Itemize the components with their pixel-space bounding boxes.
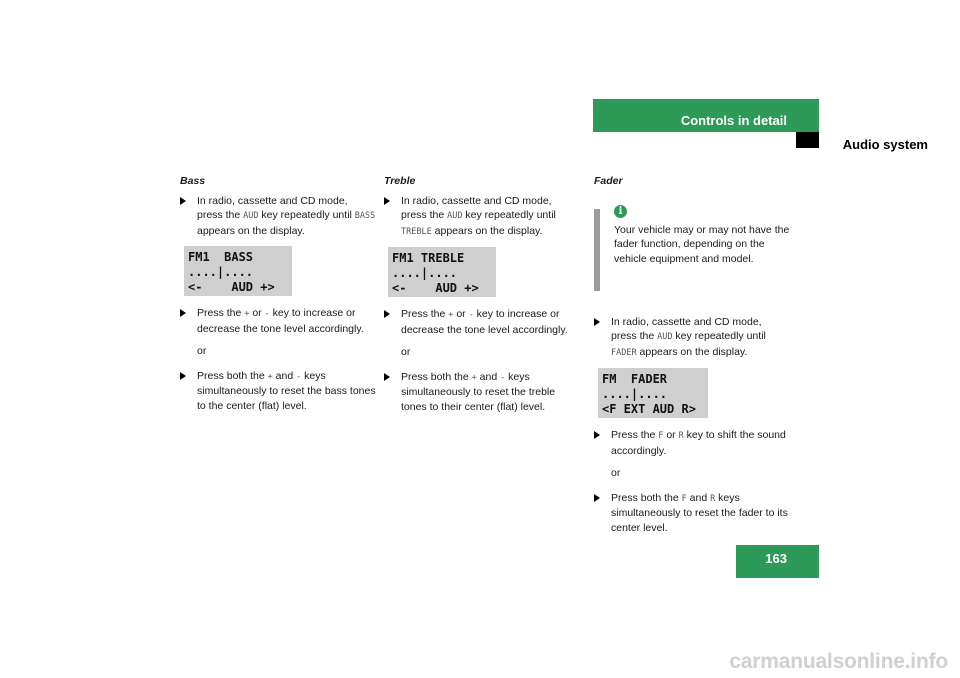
treble-step-1: In radio, cassette and CD mode, press th… — [384, 194, 580, 240]
bullet-arrow-icon — [384, 196, 390, 205]
section-title: Controls in detail — [680, 113, 787, 128]
treble-heading: Treble — [384, 175, 416, 187]
plus-key: + — [267, 371, 273, 382]
fader-heading: Fader — [594, 175, 623, 187]
bass-step-1: In radio, cassette and CD mode, press th… — [180, 194, 376, 239]
aud-key: AUD — [447, 211, 463, 221]
bass-column: Bass In radio, cassette and CD mode, pre… — [180, 174, 376, 421]
aud-key: AUD — [243, 211, 259, 221]
bullet-arrow-icon — [594, 493, 600, 502]
section-tab-marker — [796, 132, 819, 148]
bullet-arrow-icon — [384, 310, 390, 318]
treble-lcd-display: FM1 TREBLE....|....<- AUD +> — [388, 247, 496, 297]
fader-step-3: Press both the F and R keys simultaneous… — [594, 491, 790, 536]
fader-column: Fader i Your vehicle may or may not have… — [594, 174, 790, 543]
r-key: R — [678, 431, 684, 441]
note-bar — [594, 208, 600, 291]
treble-step-3: Press both the + and - keys simultaneous… — [384, 370, 580, 415]
or-text: or — [197, 345, 207, 357]
r-key: R — [710, 493, 716, 504]
fader-step-1: In radio, cassette and CD mode, press th… — [594, 315, 790, 361]
treble-column: Treble In radio, cassette and CD mode, p… — [384, 174, 580, 422]
fader-step-2: Press the F or R key to shift the sound … — [594, 428, 790, 458]
f-key: F — [658, 431, 664, 441]
or-text: or — [611, 467, 621, 479]
bass-lcd-display: FM1 BASS....|....<- AUD +> — [184, 246, 292, 296]
bullet-arrow-icon — [594, 317, 600, 326]
plus-key: + — [471, 372, 477, 383]
bullet-arrow-icon — [180, 309, 186, 317]
or-text: or — [401, 346, 411, 358]
bass-heading: Bass — [180, 175, 206, 187]
note-text: Your vehicle may or may not have the fad… — [614, 223, 790, 265]
fader-lcd-display: FM FADER....|....<F EXT AUD R> — [598, 368, 708, 418]
minus-key: - — [500, 372, 506, 383]
bullet-arrow-icon — [180, 196, 186, 205]
info-note: i Your vehicle may or may not have the f… — [594, 204, 790, 291]
bullet-arrow-icon — [594, 431, 600, 439]
page-number: 163 — [765, 551, 787, 566]
fader-key: FADER — [611, 347, 637, 358]
bass-key: BASS — [354, 211, 376, 221]
bullet-arrow-icon — [180, 371, 186, 380]
f-key: F — [681, 493, 687, 504]
section-subtitle: Audio system — [842, 137, 928, 152]
minus-key: - — [264, 309, 270, 319]
treble-key: TREBLE — [401, 226, 432, 237]
aud-key: AUD — [657, 332, 673, 342]
plus-key: + — [244, 309, 250, 319]
watermark-text: carmanualsonline.info — [729, 650, 948, 673]
section-header-box: Controls in detail — [593, 99, 819, 132]
treble-step-2: Press the + or - key to increase or decr… — [384, 307, 580, 337]
page-number-box: 163 — [736, 545, 819, 578]
minus-key: - — [296, 371, 302, 382]
bullet-arrow-icon — [384, 372, 390, 381]
bass-step-3: Press both the + and - keys simultaneous… — [180, 369, 376, 414]
bass-step-2: Press the + or - key to increase or decr… — [180, 306, 376, 336]
info-icon: i — [614, 204, 627, 218]
minus-key: - — [468, 310, 474, 320]
plus-key: + — [448, 310, 454, 320]
